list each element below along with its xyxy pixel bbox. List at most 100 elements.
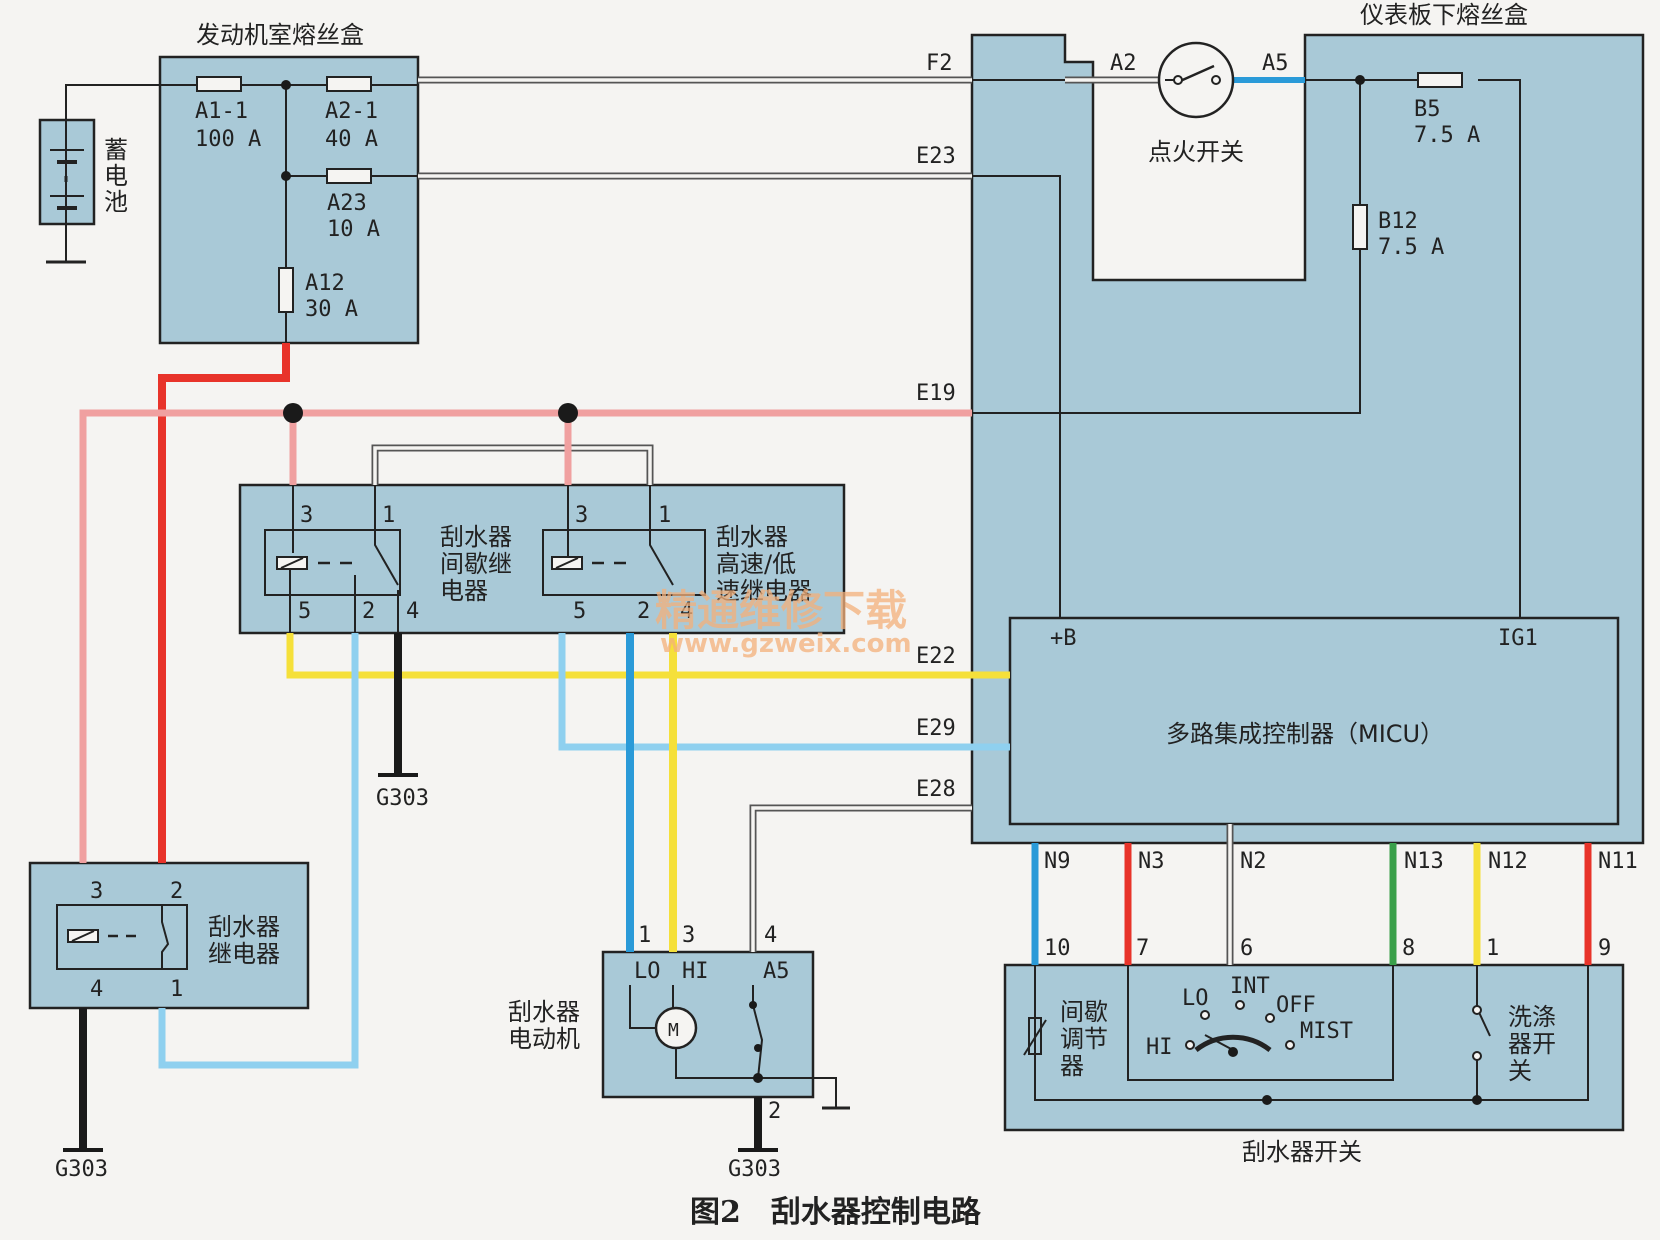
relay-spd-label-1: 刮水器 [716,523,788,551]
relay-main-pin-1: 1 [170,977,183,1002]
micu-pin-n12: N12 [1488,849,1528,874]
relay-main-internals [67,905,170,969]
fuse-a1-1-rating: 100 A [195,127,261,152]
ground-label-1: G303 [376,786,429,811]
motor-pin-1: 1 [638,923,651,948]
wire-e28 [749,804,972,952]
fuse-b5-rating: 7.5 A [1414,123,1480,148]
ignition-pin-a5: A5 [1262,51,1289,76]
relay-int-pin-5: 5 [298,599,311,624]
fuse-b5-id: B5 [1414,97,1441,122]
relay-main-label-2: 继电器 [208,940,280,968]
motor-label-2: 电动机 [508,1025,580,1053]
fuse-b12-rating: 7.5 A [1378,235,1444,260]
port-e28: E28 [916,777,956,802]
micu-pin-ig1: IG1 [1498,626,1538,651]
relay-spd-pin-3: 3 [575,503,588,528]
wire-pink-e19 [79,409,972,863]
relay-main-inner [56,904,188,970]
motor-pin-3: 3 [682,923,695,948]
relay-spd-pin-2: 2 [637,599,650,624]
switch-pin-9: 9 [1598,936,1611,961]
ignition-switch-label: 点火开关 [1148,138,1244,166]
wire-relay-link [371,444,654,485]
motor-terminal-lo: LO [634,959,661,984]
switch-pin-1: 1 [1486,936,1499,961]
motor-m-symbol: M [668,1020,679,1041]
port-e19: E19 [916,381,956,406]
micu-pin-n2: N2 [1240,849,1267,874]
micu-pin-n9: N9 [1044,849,1071,874]
port-e22: E22 [916,644,956,669]
switch-pin-8: 8 [1402,936,1415,961]
switch-washer-label-1: 洗涤 [1508,1003,1556,1031]
motor-terminal-hi: HI [682,959,709,984]
relay-spd-pin-1: 1 [658,503,671,528]
motor-label-1: 刮水器 [508,998,580,1026]
relay-spd-label-3: 速继电器 [716,577,812,605]
ground-label-3: G303 [728,1157,781,1182]
switch-int-label-1: 间歇 [1060,998,1108,1026]
engine-fuse-box-title: 发动机室熔丝盒 [196,21,364,49]
fuse-a12-id: A12 [305,271,345,296]
fuse-b12-id: B12 [1378,209,1418,234]
relay-int-pin-2: 2 [362,599,375,624]
micu-pin-n11: N11 [1598,849,1638,874]
fuse-a12-rating: 30 A [305,297,358,322]
wire-lightblue-e29 [558,633,1010,751]
fuse-b5 [1417,72,1463,88]
switch-pos-off: OFF [1276,993,1316,1018]
relay-speed-inner [542,529,706,596]
fuse-a2-1-rating: 40 A [325,127,378,152]
relay-main-pin-2: 2 [170,879,183,904]
motor-internals [629,985,850,1110]
ignition-pin-a2: A2 [1110,51,1137,76]
relay-main-pin-4: 4 [90,977,103,1002]
relay-int-label-1: 刮水器 [440,523,512,551]
junction-dot-2 [558,403,578,423]
fuse-a2-1 [326,76,372,92]
wiper-switch-internals [1023,965,1589,1105]
micu-box [1008,616,1620,826]
ignition-switch-symbol [1157,41,1235,119]
wiper-switch-box [1003,963,1625,1132]
switch-int-label-2: 调节 [1060,1025,1108,1053]
wiper-motor-box [601,950,815,1099]
fuse-a23 [326,168,372,184]
relay-intermittent-inner [264,529,401,596]
fuse-a1-1-id: A1-1 [195,99,248,124]
switch-pos-hi: HI [1146,1035,1173,1060]
micu-pin-n13: N13 [1404,849,1444,874]
relay-int-label-3: 电器 [440,577,488,605]
wire-yellow-e22 [286,633,1010,679]
port-e29: E29 [916,716,956,741]
relay-main-label-1: 刮水器 [208,913,280,941]
switch-pos-lo: LO [1182,986,1209,1011]
fuse-a12 [278,267,294,313]
wiper-switch-label: 刮水器开关 [1242,1138,1362,1166]
figure-caption: 图2 刮水器控制电路 [690,1195,982,1230]
switch-washer-label-3: 关 [1508,1057,1532,1085]
port-f2: F2 [926,51,953,76]
ground-label-2: G303 [55,1157,108,1182]
relay-int-pin-1: 1 [382,503,395,528]
fuse-b12 [1352,204,1368,250]
switch-washer-label-2: 器开 [1508,1030,1556,1058]
switch-int-label-3: 器 [1060,1052,1084,1080]
switch-pin-7: 7 [1136,936,1149,961]
motor-terminal-a5: A5 [763,959,790,984]
micu-pin-plus-b: +B [1050,626,1077,651]
port-e23: E23 [916,144,956,169]
motor-pin-4: 4 [764,923,777,948]
micu-label: 多路集成控制器（MICU） [1166,720,1444,748]
fuse-a23-rating: 10 A [327,217,380,242]
micu-pin-n3: N3 [1138,849,1165,874]
switch-pos-int: INT [1230,974,1270,999]
relay-main-pin-3: 3 [90,879,103,904]
relay-int-label-2: 间歇继 [440,550,512,578]
wire-red-a12 [158,343,290,863]
dash-fuse-box-wiring [972,75,1521,618]
relay-intermittent-internals [276,485,399,633]
fuse-a2-1-id: A2-1 [325,99,378,124]
